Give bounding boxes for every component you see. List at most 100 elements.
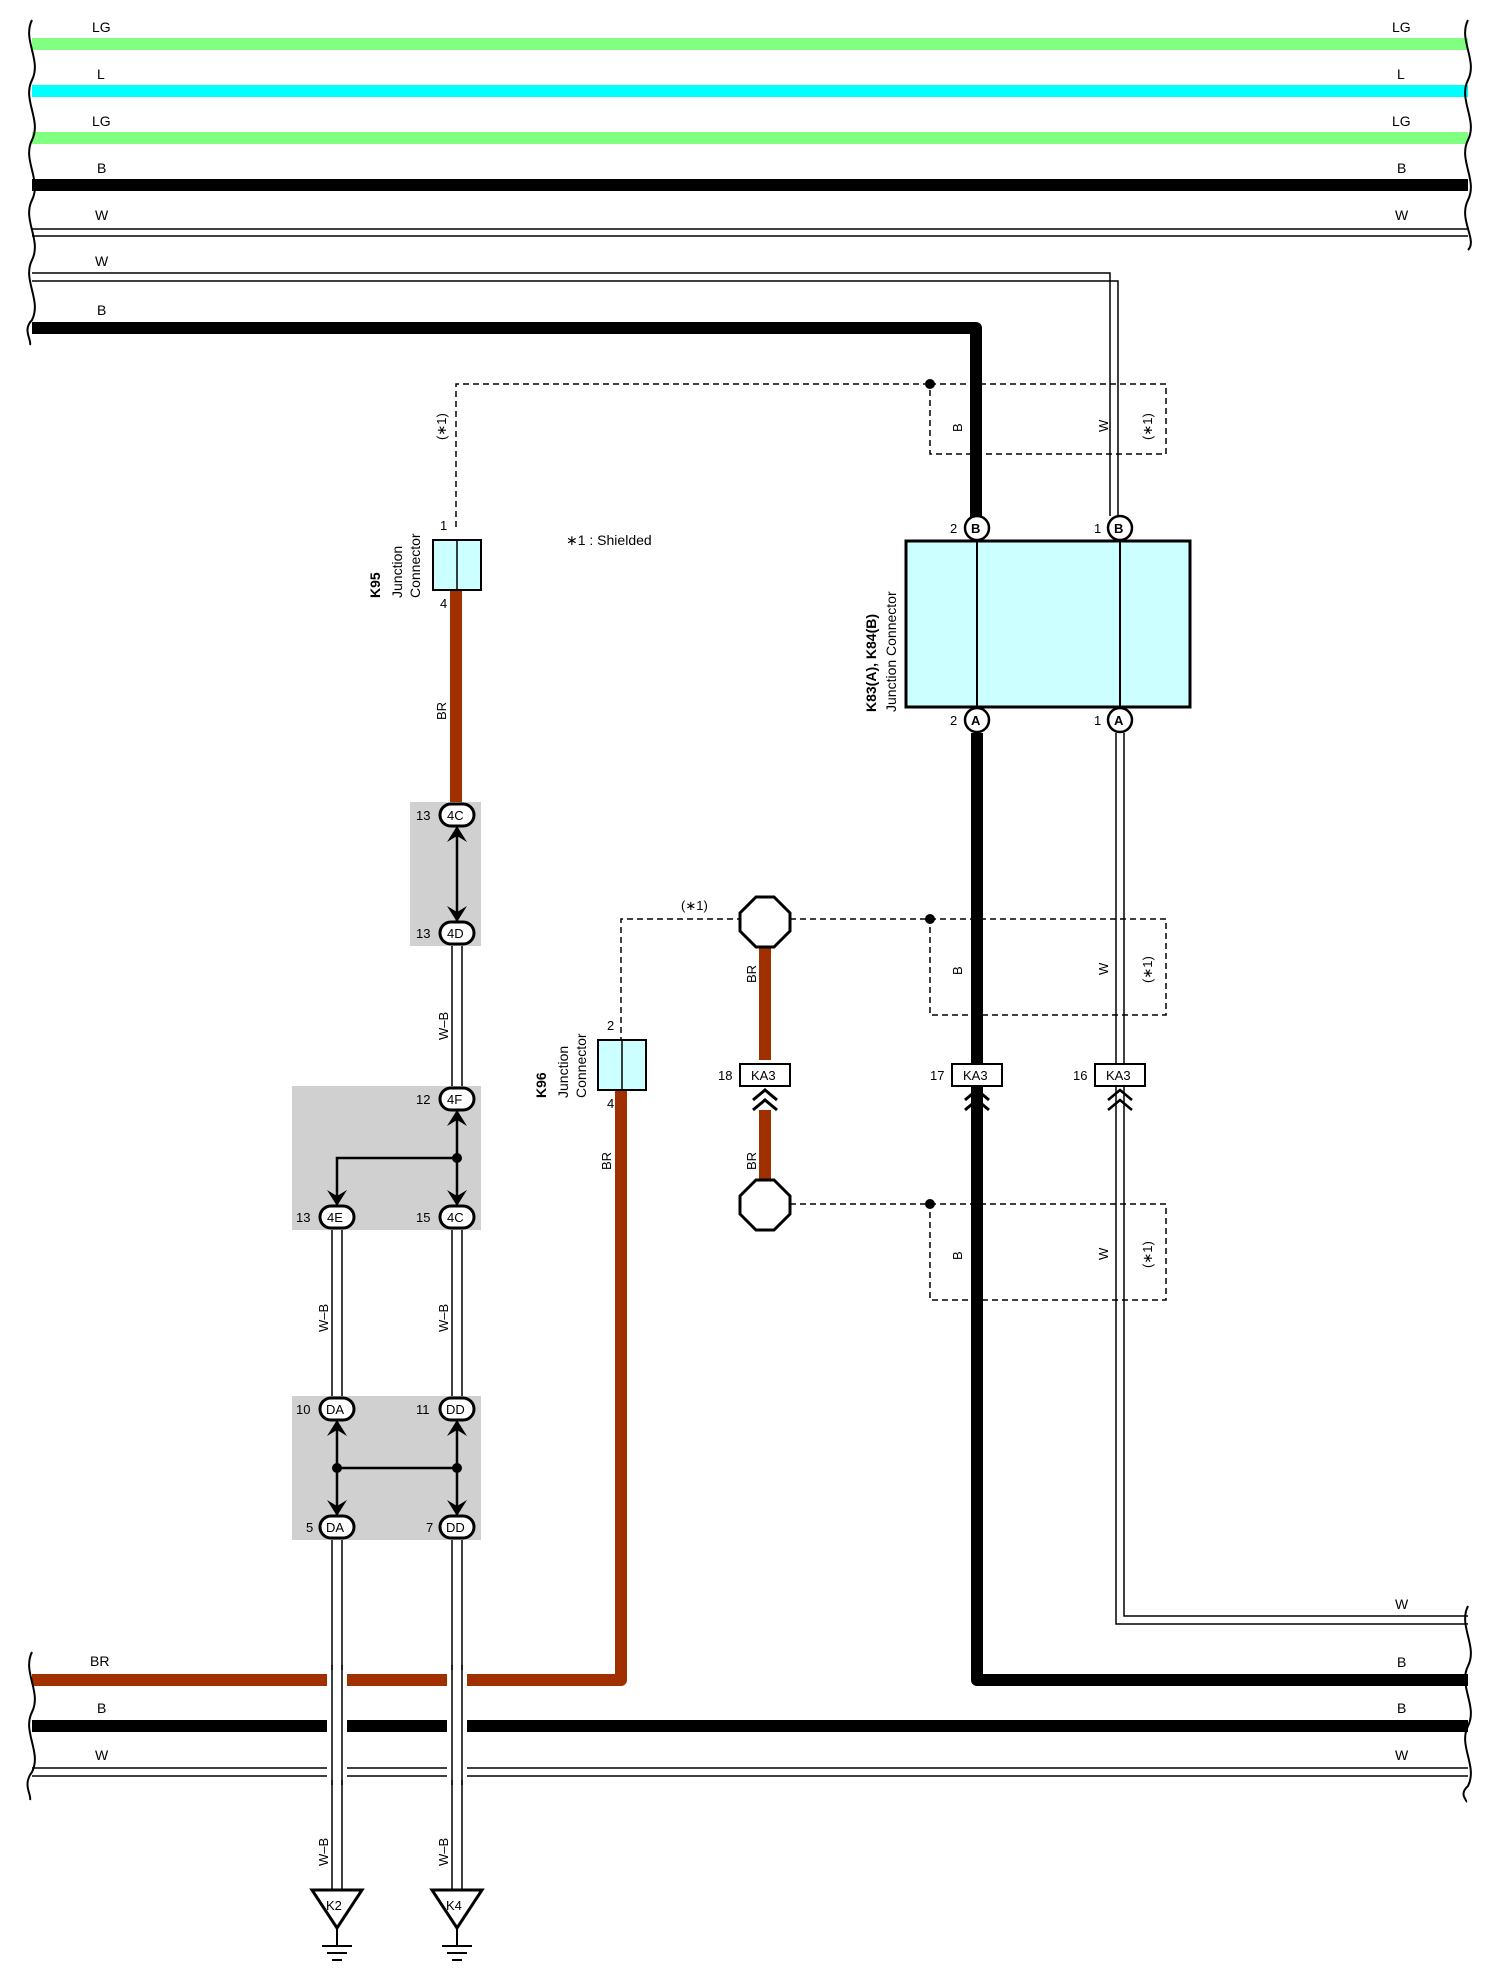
inline-badge-7: DA [326, 1520, 344, 1535]
ground-k2-id: K2 [326, 1898, 342, 1913]
br-branch: BR BR [738, 895, 792, 1232]
k83-b-wire-down [971, 733, 1468, 1686]
k95-junction-connector: 1 4 K95 Junction Connector BR [367, 518, 482, 806]
k95-wire-label: BR [434, 702, 449, 720]
k96-name2: Connector [573, 1033, 589, 1098]
inline-badge-0: 4C [447, 808, 464, 823]
top-label-right-3: B [1397, 160, 1406, 176]
inline-badge-6: DD [446, 1402, 465, 1417]
wb-label-4: W–B [316, 1838, 331, 1866]
top-bus: LG LG L L LG LG B B W W W B [26, 19, 1472, 517]
shield-top-w: W [1096, 419, 1111, 432]
top-label-left-0: LG [92, 19, 111, 35]
inline-pin-1: 13 [416, 926, 430, 941]
wb-label-3: W–B [436, 1304, 451, 1332]
ka3-badge-0: KA3 [751, 1068, 776, 1083]
bottom-label-left-0: BR [90, 1653, 109, 1669]
shield-top-b: B [950, 423, 965, 432]
k83-bottom-badge-1: A [1114, 713, 1124, 728]
top-label-right-0: LG [1392, 19, 1411, 35]
k83-junction-connector: B 2 B 1 A 2 A 1 K83(A), K84(B) Junction … [863, 514, 1192, 734]
ground-k4: K4 [429, 1888, 485, 1961]
k96-pin-top: 2 [607, 1018, 614, 1033]
inline-pin-0: 13 [416, 808, 430, 823]
top-label-right-2: LG [1392, 113, 1411, 129]
k83-bottom-pin-0: 2 [950, 713, 957, 728]
top-label-left-4: W [95, 207, 109, 223]
inline-pin-7: 5 [306, 1520, 313, 1535]
top-label-left-3: B [97, 160, 106, 176]
k95-name1: Junction [389, 546, 405, 598]
shield-top: (∗1) B W (∗1) [434, 379, 1167, 527]
ground-k4-id: K4 [446, 1898, 462, 1913]
k83-bottom-badge-0: A [971, 713, 981, 728]
k83-bottom-pin-1: 1 [1094, 713, 1101, 728]
ka3-pin-0: 18 [718, 1068, 732, 1083]
k83-name: Junction Connector [883, 591, 899, 712]
top-wire-b-2 [32, 322, 982, 517]
shield-top-star: (∗1) [1140, 413, 1155, 440]
bottom-label-left-2: W [95, 1747, 109, 1763]
inline-badge-5: DA [326, 1402, 344, 1417]
inline-pin-3: 13 [296, 1210, 310, 1225]
bottom-bus: BR B B W W W B [26, 1596, 1472, 1803]
k95-shield-label: (∗1) [434, 413, 449, 440]
ka3-pin-1: 17 [930, 1068, 944, 1083]
inline-badge-1: 4D [447, 926, 464, 941]
shield-mid-b: B [950, 966, 965, 975]
shield-low-b: B [950, 1251, 965, 1260]
wb-label-5: W–B [436, 1838, 451, 1866]
inline-badge-8: DD [446, 1520, 465, 1535]
bottom-right-label-1: B [1397, 1654, 1406, 1670]
ka3-pin-2: 16 [1073, 1068, 1087, 1083]
inline-badge-4: 4C [447, 1210, 464, 1225]
k83-top-badge-0: B [971, 521, 980, 536]
top-label-left-5: W [95, 253, 109, 269]
shield-mid-w: W [1096, 962, 1111, 975]
bottom-label-right-2: W [1395, 1747, 1409, 1763]
top-label-left-6: B [97, 302, 106, 318]
top-label-right-4: W [1395, 207, 1409, 223]
k83-id: K83(A), K84(B) [863, 614, 879, 712]
shield-ground-octagon-upper [738, 895, 792, 949]
k96-shield-label: (∗1) [681, 898, 708, 913]
k95-pin-bottom: 4 [440, 596, 447, 611]
top-label-right-1: L [1397, 66, 1405, 82]
k96-wire-label: BR [599, 1152, 614, 1170]
shield-middle: (∗1) B W (∗1) [620, 898, 1167, 1053]
wb-label-2: W–B [316, 1304, 331, 1332]
k96-br-wire [32, 1090, 627, 1686]
inline-badge-2: 4F [447, 1092, 462, 1107]
bottom-label-right-1: B [1397, 1700, 1406, 1716]
k96-name1: Junction [555, 1046, 571, 1098]
k96-junction-connector: 2 4 K96 Junction Connector BR [32, 1018, 647, 1686]
ground-k2: K2 [309, 1888, 365, 1961]
k95-id: K95 [367, 572, 383, 598]
shield-ground-octagon-lower [738, 1178, 792, 1232]
inline-pin-8: 7 [426, 1520, 433, 1535]
left-harness: 4C 13 4D 13 4F 12 4E 13 4C 15 DA 10 DD 1… [292, 802, 481, 1890]
k83-top-badge-1: B [1114, 521, 1123, 536]
shield-low-star: (∗1) [1140, 1241, 1155, 1268]
shield-lower: B W (∗1) [790, 1199, 1167, 1301]
k95-pin-top: 1 [440, 518, 447, 533]
inline-pin-4: 15 [416, 1210, 430, 1225]
shielded-note: ∗1 : Shielded [566, 532, 652, 548]
ka3-badge-2: KA3 [1106, 1068, 1131, 1083]
ka3-connectors: KA3 18 KA3 17 KA3 16 [718, 1063, 1146, 1112]
branch-wire-label-upper: BR [744, 965, 759, 983]
ka3-badge-1: KA3 [963, 1068, 988, 1083]
shield-mid-star: (∗1) [1140, 956, 1155, 983]
top-label-left-1: L [97, 66, 105, 82]
inline-pin-2: 12 [416, 1092, 430, 1107]
shield-low-w: W [1096, 1247, 1111, 1260]
inline-pin-6: 11 [416, 1402, 430, 1417]
bottom-label-left-1: B [97, 1700, 106, 1716]
bottom-right-label-0: W [1395, 1596, 1409, 1612]
k83-top-pin-1: 1 [1094, 521, 1101, 536]
k95-name2: Connector [407, 533, 423, 598]
inline-badge-3: 4E [327, 1210, 343, 1225]
branch-wire-label-lower: BR [744, 1152, 759, 1170]
top-label-left-2: LG [92, 113, 111, 129]
